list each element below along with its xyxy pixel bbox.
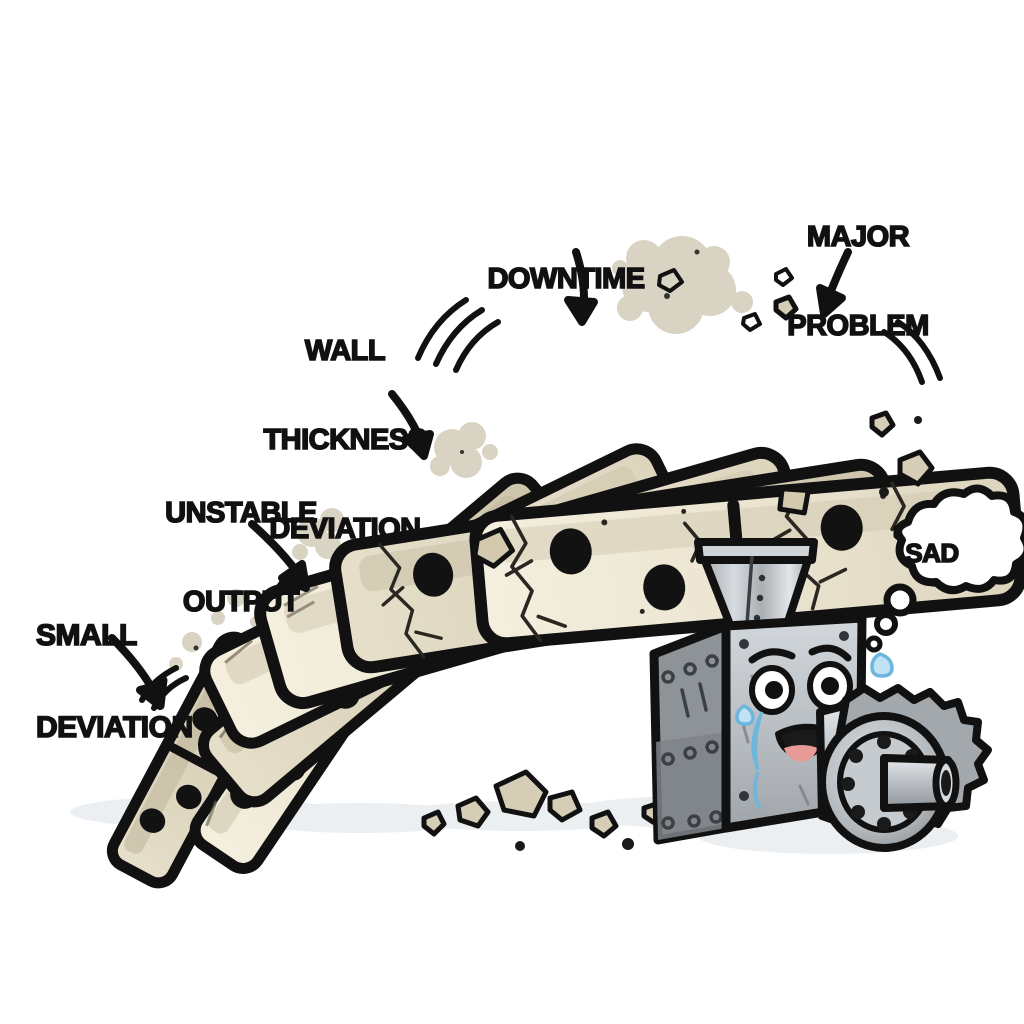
label-wall-thickness-deviation: WALL THICKNESS DEVIATION bbox=[226, 278, 464, 603]
tongue bbox=[784, 745, 818, 762]
label-major-problem-line-1: MAJOR bbox=[806, 221, 910, 254]
chipped-edges-7 bbox=[472, 486, 811, 569]
hopper-funnel bbox=[694, 538, 818, 644]
machine-sad-face bbox=[748, 644, 853, 762]
label-unstable-output-line-2: OUTPUT bbox=[182, 585, 300, 618]
label-unstable-output: UNSTABLE OUTPUT bbox=[146, 440, 336, 677]
dust-cloud-large bbox=[612, 236, 753, 334]
arrow-small-deviation bbox=[108, 634, 168, 710]
label-wall-thickness-line-1: WALL bbox=[304, 335, 386, 368]
sad-thought-bubble bbox=[865, 484, 1024, 653]
arrow-downtime bbox=[564, 248, 598, 326]
label-major-problem-line-2: PROBLEM bbox=[786, 309, 930, 342]
die-head bbox=[816, 684, 992, 852]
label-downtime-line-1: DOWNTIME bbox=[487, 263, 646, 296]
arrow-unstable-output bbox=[248, 520, 310, 592]
label-wall-thickness-line-3: DEVIATION bbox=[269, 512, 422, 545]
label-unstable-output-line-1: UNSTABLE bbox=[164, 497, 318, 530]
label-small-deviation-line-1: SMALL bbox=[35, 619, 138, 653]
label-small-deviation-line-2: DEVIATION bbox=[35, 710, 194, 744]
arrow-wall-thickness bbox=[388, 390, 434, 460]
dust-clouds bbox=[169, 236, 753, 671]
dust-cloud-outline-bits bbox=[657, 267, 794, 332]
label-major-problem: MAJOR PROBLEM bbox=[768, 164, 948, 401]
dust-cloud-mid bbox=[430, 422, 498, 478]
side-rivets bbox=[661, 654, 723, 830]
rubble-debris bbox=[421, 294, 935, 839]
label-wall-thickness-line-2: THICKNESS bbox=[263, 423, 428, 456]
sad-bubble-text: SAD bbox=[904, 538, 960, 568]
arrow-major-problem bbox=[816, 248, 852, 318]
label-small-deviation: SMALL DEVIATION bbox=[35, 560, 266, 805]
extruder-machine bbox=[649, 538, 992, 852]
dust-specks bbox=[193, 249, 700, 651]
label-downtime: DOWNTIME bbox=[466, 206, 666, 354]
pointer-arrows bbox=[108, 248, 852, 710]
